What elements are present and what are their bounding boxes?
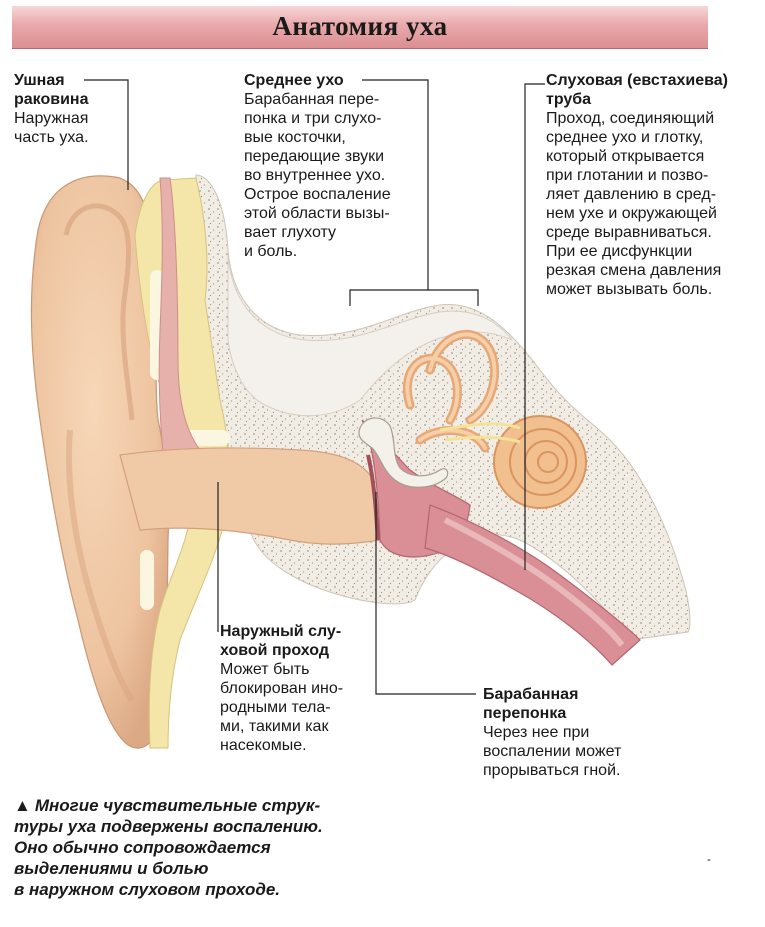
label-eustachian-body-9: резкая смена давления <box>546 262 722 279</box>
label-eustachian-heading-2: труба <box>546 91 592 108</box>
label-ear-canal-body-1: Может быть <box>220 661 310 678</box>
label-eardrum-heading-2: перепонка <box>483 705 567 722</box>
label-eustachian-tube: Слуховая (евстахиева) труба Проход, соед… <box>546 71 728 299</box>
caption-line-5: в наружном слуховом проходе. <box>14 880 281 899</box>
label-middle-ear-body-1: Барабанная пере- <box>244 91 380 108</box>
semicircular-canals-inner <box>405 332 497 450</box>
caption-line-3: Оно обычно сопровождается <box>14 838 271 857</box>
label-eardrum-body-2: воспалении может <box>483 743 622 760</box>
figure-caption: ▲Многие чувствительные струк- туры уха п… <box>14 795 394 900</box>
leader-middle-ear <box>362 79 429 290</box>
label-auricle-heading-2: раковина <box>14 91 89 108</box>
antihelix-fold <box>66 429 135 702</box>
page-mark: - <box>707 852 711 866</box>
label-middle-ear-body-2: понка и три слухо- <box>244 110 382 127</box>
leader-auricle <box>84 79 129 190</box>
triangle-icon: ▲ <box>14 796 31 815</box>
label-middle-ear-body-7: этой области вызы- <box>244 205 390 222</box>
label-eustachian-body-10: может вызывать боль. <box>546 281 713 298</box>
label-middle-ear-body-5: во внутреннее ухо. <box>244 167 386 184</box>
label-eardrum-body-3: прорываться гной. <box>483 762 621 779</box>
cochlea-ring-4 <box>537 451 559 473</box>
helix-fold <box>63 203 135 421</box>
label-eustachian-body-8: При ее дисфункции <box>546 243 693 260</box>
label-eardrum-body-1: Через нее при <box>483 724 590 741</box>
caption-line-4: выделениями и болью <box>14 859 209 878</box>
label-eustachian-heading-1: Слуховая (евстахиева) <box>546 72 728 89</box>
eustachian-tube-shape <box>424 504 641 666</box>
label-middle-ear-body-3: вые косточки, <box>244 129 346 146</box>
ossicles <box>358 417 449 488</box>
label-eustachian-body-7: среде выравниваться. <box>546 224 712 241</box>
bracket-middle-ear <box>349 289 479 306</box>
label-middle-ear-body-8: вает глухоту <box>244 224 337 241</box>
leader-lines <box>84 79 545 695</box>
label-ear-canal: Наружный слу- ховой проход Может быть бл… <box>220 622 343 755</box>
cochlea-outer <box>493 415 587 509</box>
label-ear-canal-body-3: родными тела- <box>220 699 331 716</box>
label-eustachian-body-2: среднее ухо и глотку, <box>546 129 704 146</box>
label-ear-canal-heading-2: ховой проход <box>220 642 329 659</box>
caption-text-1: Многие чувствительные струк- <box>34 796 321 815</box>
title-bar: Анатомия уха <box>12 6 708 49</box>
label-auricle: Ушная раковина Наружная часть уха. <box>14 71 89 147</box>
auditory-nerve <box>439 422 521 444</box>
label-ear-canal-body-4: ми, такими как <box>220 718 329 735</box>
caption-line-1: ▲Многие чувствительные струк- <box>14 795 394 816</box>
caption-line-2: туры уха подвержены воспалению. <box>14 817 323 836</box>
label-auricle-body-2: часть уха. <box>14 129 89 146</box>
upper-cavity <box>227 254 513 417</box>
label-eustachian-body-6: нем ухе и окружающей <box>546 205 717 222</box>
page-title: Анатомия уха <box>272 11 448 41</box>
label-middle-ear: Среднее ухо Барабанная пере- понка и три… <box>244 71 391 261</box>
eustachian-tube-inner <box>443 517 625 647</box>
label-eardrum-heading-1: Барабанная <box>483 686 579 703</box>
leader-eardrum <box>375 492 476 695</box>
label-eustachian-body-4: при глотании и позво- <box>546 167 709 184</box>
label-ear-canal-body-5: насекомые. <box>220 737 307 754</box>
label-middle-ear-heading-1: Среднее ухо <box>244 72 344 89</box>
label-ear-canal-heading-1: Наружный слу- <box>220 623 342 640</box>
label-ear-canal-body-2: блокирован ино- <box>220 680 344 697</box>
label-auricle-body-1: Наружная <box>14 110 89 127</box>
leader-eustachian <box>524 83 545 570</box>
label-middle-ear-body-6: Острое воспаление <box>244 186 391 203</box>
label-eustachian-body-3: который открывается <box>546 148 705 165</box>
cartilage-highlight-3 <box>140 550 154 610</box>
label-eardrum: Барабанная перепонка Через нее при воспа… <box>483 685 621 780</box>
label-eustachian-body-1: Проход, соединяющий <box>546 110 715 127</box>
label-middle-ear-body-9: и боль. <box>244 243 298 260</box>
eardrum-membrane <box>366 454 380 541</box>
label-eustachian-body-5: ляет давлению в сред- <box>546 186 717 203</box>
cochlea-ring-2 <box>509 428 577 496</box>
label-middle-ear-body-4: передающие звуки <box>244 148 385 165</box>
label-auricle-heading-1: Ушная <box>14 72 65 89</box>
